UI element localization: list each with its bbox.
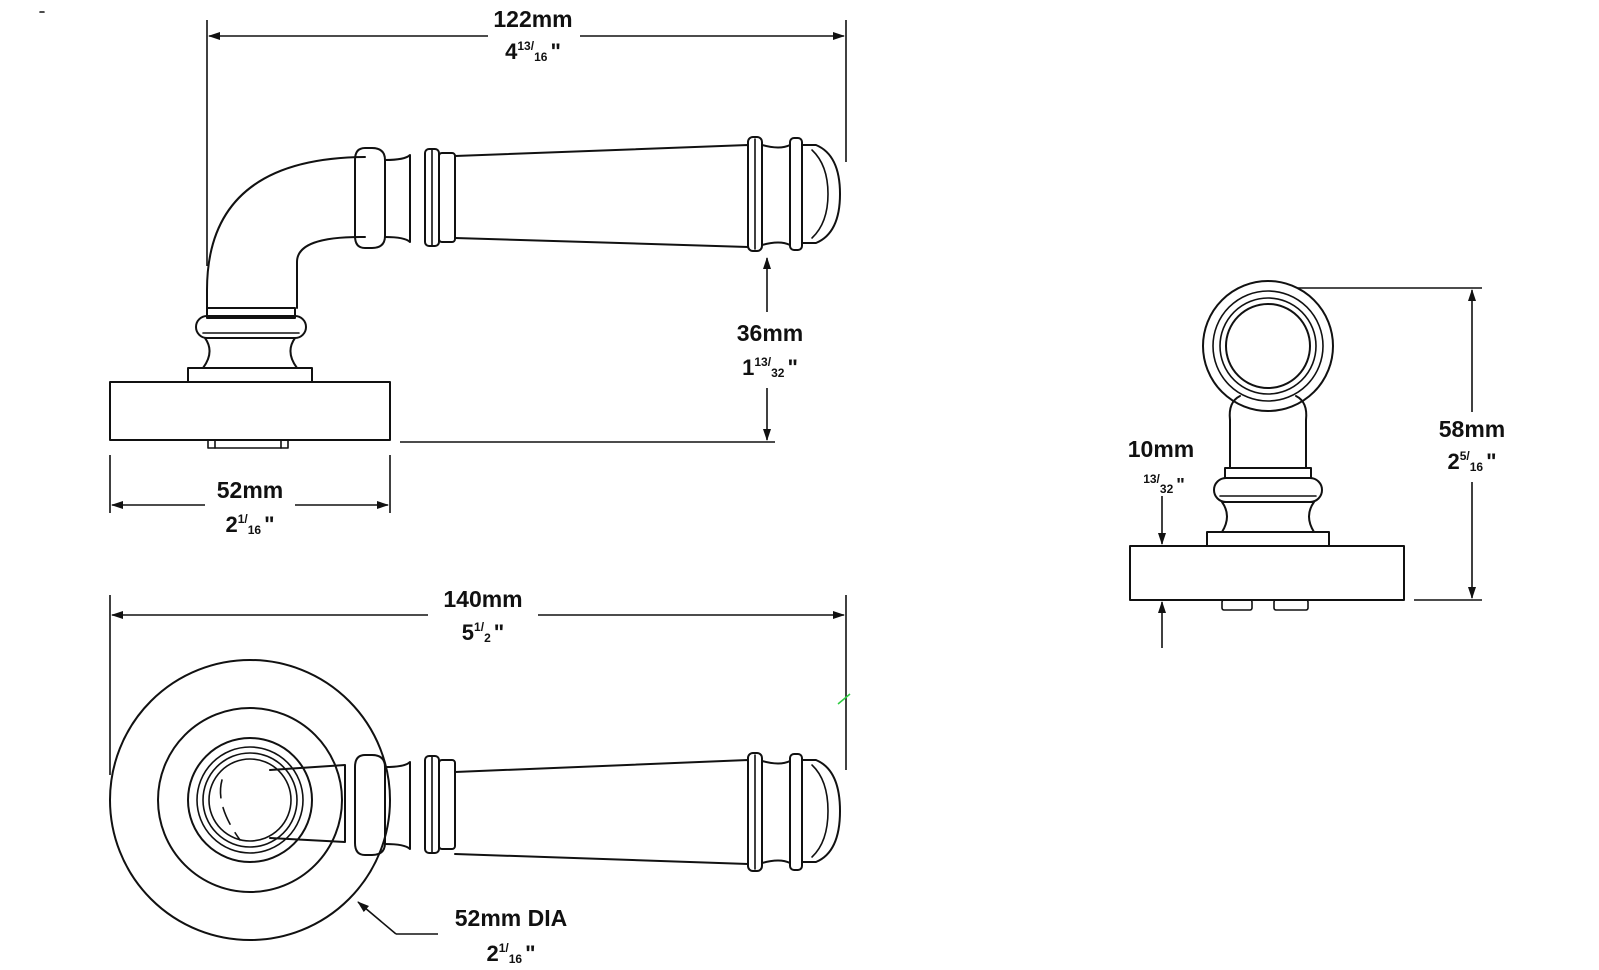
dim-rose-width: 52mm 21/16" [109, 455, 391, 537]
top-lever-neck [269, 764, 346, 843]
dim-rose-diameter-mm: 52mm DIA [455, 905, 567, 931]
dim-side-width: 122mm 413/16" [206, 6, 847, 266]
top-rose-inner [157, 707, 343, 893]
top-rose-outer [109, 659, 391, 941]
side-base-collar [187, 307, 313, 383]
dim-side-width-inch: 413/16" [505, 39, 561, 64]
dim-lever-height-mm: 36mm [737, 320, 803, 346]
side-lever-collar [354, 147, 456, 249]
dim-top-width: 140mm 51/2" [109, 586, 847, 775]
side-view [109, 136, 841, 449]
side-rose-plate [109, 381, 391, 441]
dim-rose-diameter-inch: 21/16" [486, 941, 535, 966]
dim-rose-width-inch: 21/16" [225, 512, 274, 537]
side-spindle-tab [207, 439, 289, 449]
end-view [1129, 280, 1405, 611]
top-lever-end [747, 752, 841, 872]
dim-lever-height: 36mm 113/32" [400, 257, 803, 443]
dim-rose-width-mm: 52mm [217, 477, 283, 503]
dim-rose-thickness-inch: 13/32" [1143, 472, 1185, 496]
dim-rose-diameter: 52mm DIA 21/16" [357, 901, 567, 966]
dim-side-width-mm: 122mm [493, 6, 572, 32]
side-lever-body [454, 144, 749, 248]
dim-top-width-inch: 51/2" [462, 620, 504, 645]
dim-rose-thickness-mm: 10mm [1128, 436, 1194, 462]
side-lever-end [747, 136, 841, 252]
end-spindle-right [1273, 599, 1309, 611]
side-lever-neck [206, 156, 366, 309]
dim-end-height-mm: 58mm [1439, 416, 1505, 442]
top-boss-outer [187, 737, 313, 863]
top-lever-collar [354, 754, 456, 856]
dim-end-height-inch: 25/16" [1447, 449, 1496, 474]
stray-mark [837, 693, 851, 705]
dim-top-width-mm: 140mm [443, 586, 522, 612]
end-base-collar [1206, 395, 1330, 547]
end-spindle-left [1221, 599, 1253, 611]
end-rose-plate [1129, 545, 1405, 601]
dim-rose-thickness: 10mm 13/32" [1128, 436, 1194, 648]
dim-end-height: 58mm 25/16" [1298, 287, 1505, 601]
end-lever-disc [1202, 280, 1334, 412]
top-view [109, 659, 841, 941]
dim-lever-height-inch: 113/32" [742, 355, 798, 380]
top-lever-body [454, 759, 749, 865]
